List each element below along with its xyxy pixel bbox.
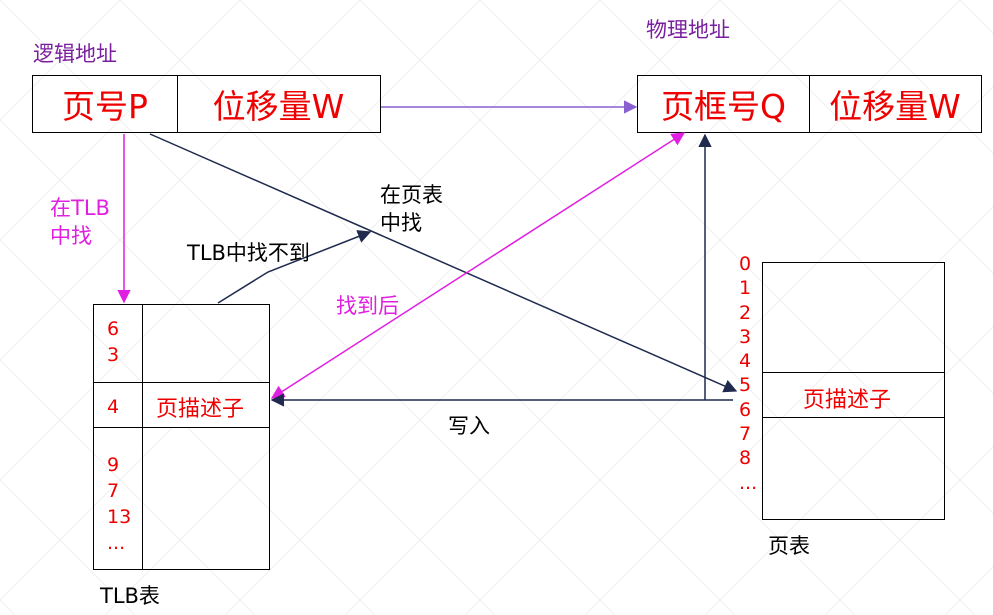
physical-offset-cell: 位移量W: [829, 87, 961, 126]
tlb-miss-label: TLB中找不到: [187, 241, 310, 265]
tlb-title: TLB表: [100, 584, 160, 608]
tlb-number: 6: [107, 318, 120, 340]
tlb-number: 9: [107, 454, 120, 476]
logical-address-box: 页号P 位移量W: [32, 75, 381, 133]
tlb-number: ...: [107, 532, 126, 554]
physical-address-label: 物理地址: [646, 18, 730, 42]
page-number: 5: [739, 374, 752, 397]
page-table-descriptor-row: [763, 372, 944, 418]
logical-offset-cell: 位移量W: [212, 87, 345, 126]
page-number: 0: [739, 253, 752, 275]
tlb-top-numbers: 6 3: [107, 316, 119, 368]
page-number: ...: [739, 471, 758, 494]
page-number: 8: [739, 447, 752, 470]
logical-address-label: 逻辑地址: [33, 42, 117, 66]
found-label: 找到后: [336, 294, 399, 318]
tlb-hit-descriptor: 页描述子: [156, 397, 245, 422]
search-tlb-label: 在TLB 中找: [50, 196, 110, 248]
tlb-number: 13: [107, 506, 132, 528]
page-number-cell: 页号P: [33, 76, 178, 132]
tlb-hit-number: 4: [107, 396, 120, 418]
page-table: [762, 262, 945, 520]
page-table-descriptor: 页描述子: [803, 388, 892, 413]
page-number: 6: [739, 398, 752, 421]
search-page-table-label: 在页表 中找: [380, 183, 443, 235]
page-table-row-numbers: 0 1 2 3 4 5 6 7 8 ...: [739, 252, 757, 495]
tlb-column-divider: [142, 305, 143, 569]
page-number: 7: [739, 423, 752, 446]
page-number: 2: [739, 301, 752, 324]
physical-address-box: 页框号Q 位移量W: [637, 75, 982, 133]
write-in-label: 写入: [448, 414, 490, 438]
page-number: 1: [739, 277, 752, 300]
tlb-number: 7: [107, 480, 120, 502]
page-number: 3: [739, 325, 752, 348]
frame-number-cell: 页框号Q: [638, 76, 810, 132]
tlb-bottom-numbers: 9 7 13 ...: [107, 452, 131, 556]
page-number: 4: [739, 350, 752, 373]
page-table-title: 页表: [768, 534, 810, 558]
tlb-number: 3: [107, 344, 120, 366]
